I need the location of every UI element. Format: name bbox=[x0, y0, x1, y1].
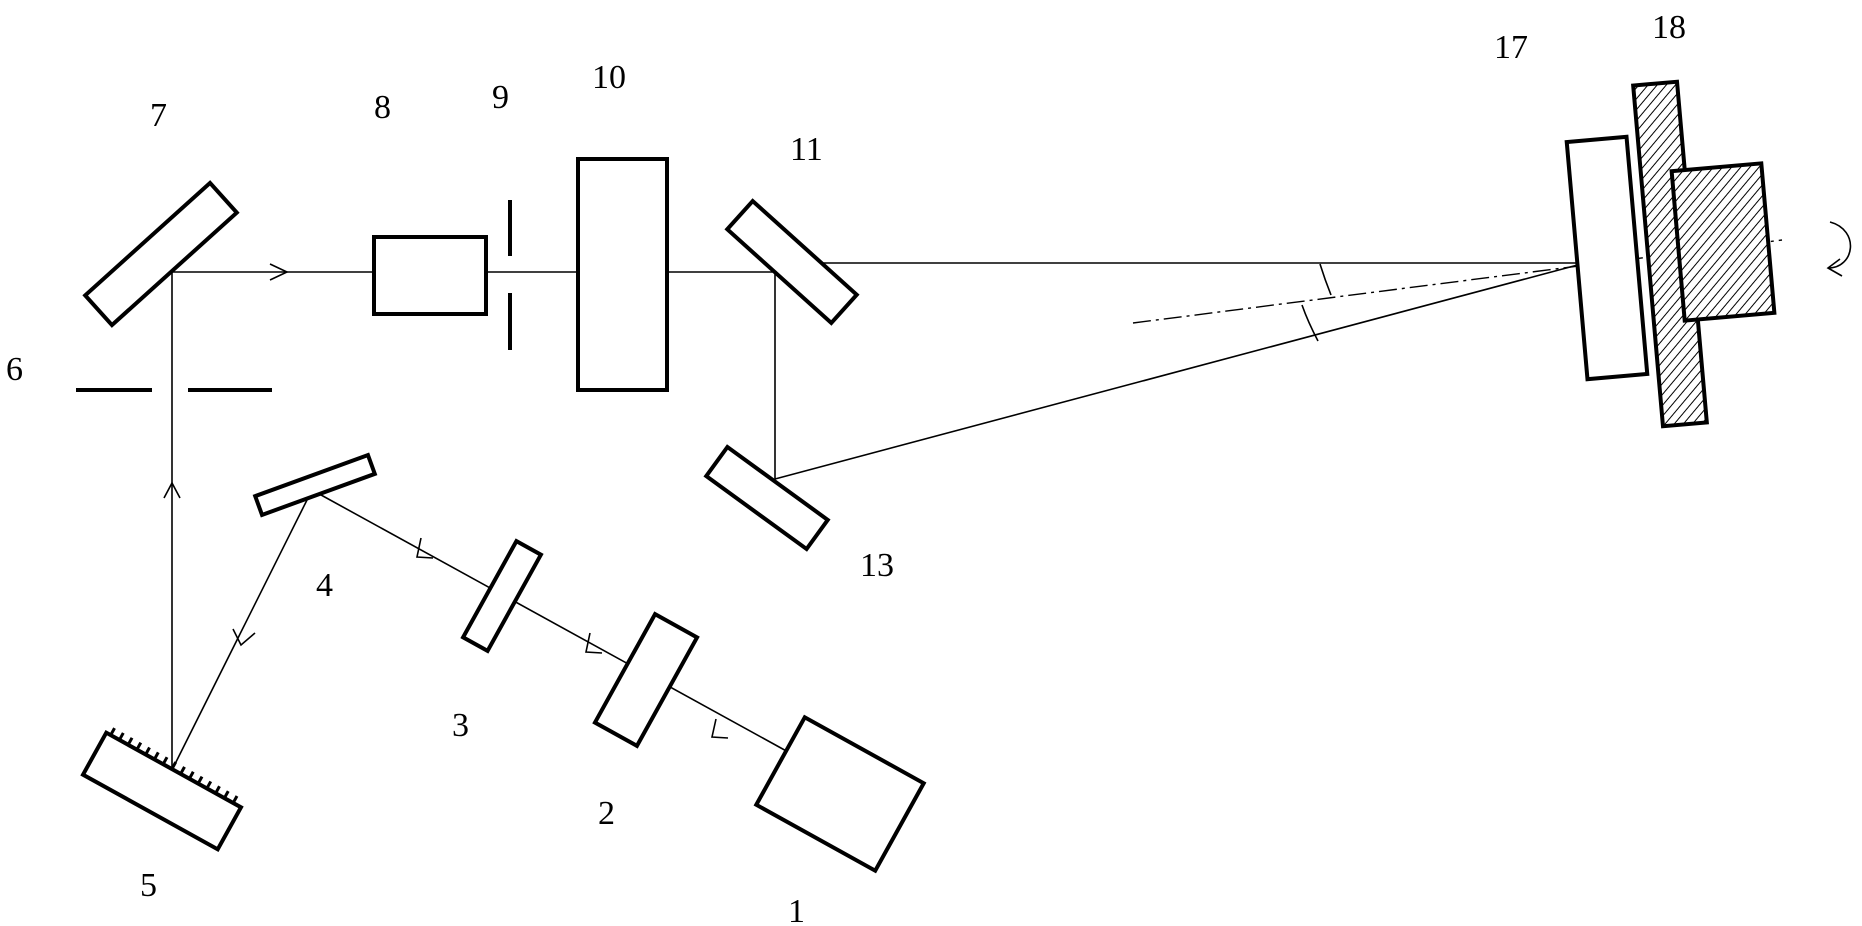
label-11: 11 bbox=[790, 131, 823, 168]
angle-arcs bbox=[1302, 264, 1331, 341]
component-4-mirror bbox=[255, 455, 375, 515]
beam-source-to-mirror-4 bbox=[312, 490, 790, 753]
component-8-element bbox=[374, 237, 486, 314]
label-5: 5 bbox=[140, 867, 157, 904]
label-3: 3 bbox=[452, 707, 469, 744]
beam-mirror-4-to-grating-5 bbox=[172, 490, 312, 770]
beam-paths bbox=[172, 240, 1782, 770]
angle-arc-upper bbox=[1320, 264, 1331, 295]
component-13-mirror bbox=[706, 447, 827, 549]
arrow-left-icon bbox=[712, 719, 728, 738]
component-2-lens bbox=[595, 614, 697, 746]
label-10: 10 bbox=[592, 59, 626, 96]
label-13: 13 bbox=[860, 547, 894, 584]
label-6: 6 bbox=[6, 351, 23, 388]
component-7-mirror bbox=[85, 183, 237, 325]
component-10-block bbox=[578, 159, 667, 390]
component-1-source bbox=[756, 717, 923, 870]
label-7: 7 bbox=[150, 97, 167, 134]
arrow-left-icon-2 bbox=[586, 633, 602, 653]
rotation-arrow-icon bbox=[1828, 222, 1850, 268]
label-18: 18 bbox=[1652, 9, 1686, 46]
label-2: 2 bbox=[598, 795, 615, 832]
label-9: 9 bbox=[492, 79, 509, 116]
component-11-mirror bbox=[727, 201, 856, 323]
rotation-stage bbox=[1672, 163, 1775, 320]
label-1: 1 bbox=[788, 893, 805, 926]
beam-mirror-13-to-sample bbox=[775, 263, 1585, 479]
component-3-plate bbox=[463, 541, 541, 651]
label-4: 4 bbox=[316, 567, 333, 604]
label-8: 8 bbox=[374, 89, 391, 126]
component-5-grating bbox=[83, 726, 245, 850]
component-17-sample bbox=[1567, 137, 1648, 379]
label-17: 17 bbox=[1494, 29, 1528, 66]
components bbox=[76, 82, 1774, 871]
